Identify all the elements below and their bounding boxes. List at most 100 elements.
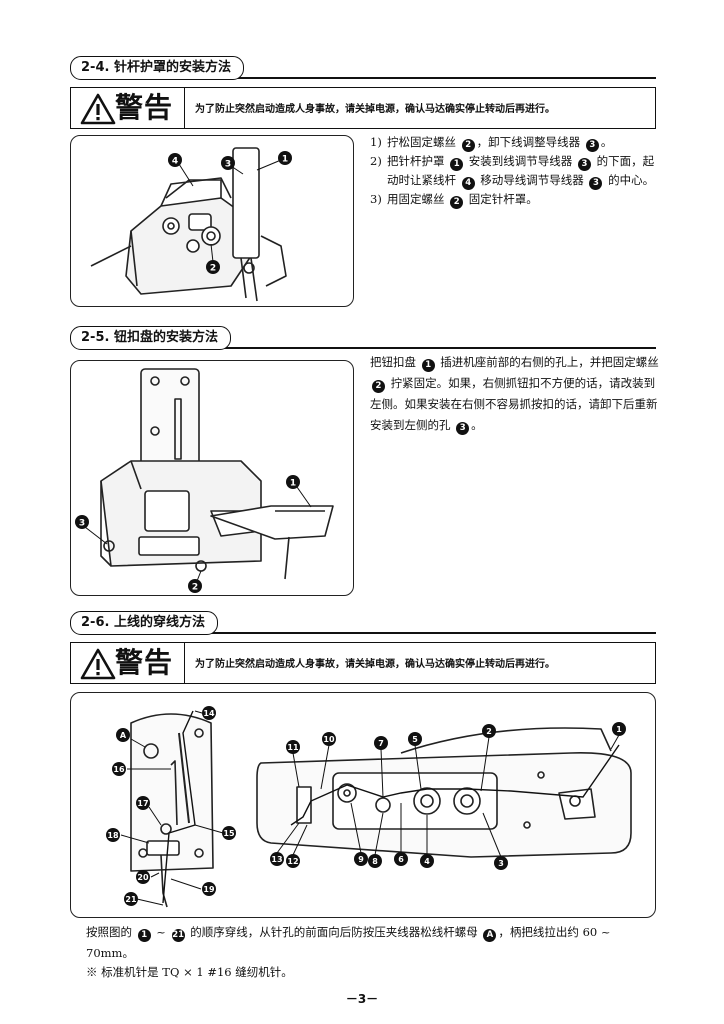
- callout-4: 4: [424, 857, 430, 866]
- text-run: ，卸下线调整导线器: [476, 135, 584, 149]
- callout-16: 16: [113, 765, 125, 774]
- callout-11: 11: [287, 743, 299, 752]
- instruction-step: 2) 把针杆护罩 1 安装到线调节导线器 3 的下面，起动时让紧线杆 4 移动导线…: [370, 152, 660, 190]
- warning-triangle-icon: [80, 93, 116, 125]
- text-run: 固定针杆罩。: [465, 192, 538, 206]
- callout-21: 21: [125, 895, 137, 904]
- warning-box: 警告 为了防止突然启动造成人身事故，请关掉电源，确认马达确实停止转动后再进行。: [70, 87, 656, 129]
- figure-callouts: 1 3 2: [75, 475, 300, 593]
- callout-20: 20: [137, 873, 149, 882]
- callout-9: 9: [358, 855, 364, 864]
- callout-17: 17: [137, 799, 148, 808]
- text-run: 用固定螺丝: [387, 192, 449, 206]
- callout-4: 4: [172, 157, 178, 167]
- step-number: 2): [370, 154, 382, 168]
- text-run: 插进机座前部的右侧的孔上，并把固定螺丝: [436, 355, 659, 369]
- instruction-step: 1) 拧松固定螺丝 2，卸下线调整导线器 3。: [370, 133, 660, 152]
- figure-upper-threading: A 14 16 17 15 18 20 19 21 11 10 7: [70, 692, 656, 918]
- step-number: 1): [370, 135, 382, 149]
- callout-number: 1: [137, 929, 151, 942]
- section-rule: [78, 347, 656, 349]
- callout-number: 21: [171, 929, 185, 942]
- text-run: 。: [600, 135, 613, 149]
- callout-1: 1: [282, 155, 288, 165]
- callout-10: 10: [323, 735, 335, 744]
- callout-number: 2: [461, 139, 475, 152]
- callout-number: 1: [421, 359, 435, 372]
- instruction-steps-2-4: 1)拧松固定螺丝 2，卸下线调整导线器 3。2)把针杆护罩 1 安装到线调节导线…: [370, 133, 660, 209]
- warning-box: 警告 为了防止突然启动造成人身事故，请关掉电源，确认马达确实停止转动后再进行。: [70, 642, 656, 684]
- text-run: 拧松固定螺丝: [387, 135, 460, 149]
- callout-2: 2: [192, 583, 198, 593]
- warning-word: 警告: [115, 646, 174, 679]
- callout-number: A: [483, 929, 497, 942]
- warning-message: 为了防止突然启动造成人身事故，请关掉电源，确认马达确实停止转动后再进行。: [195, 104, 555, 115]
- text-run: 移动导线调节导线器: [476, 173, 588, 187]
- callout-5: 5: [412, 735, 418, 744]
- text-run: ~: [152, 925, 170, 939]
- text-run: 安装到线调节导线器: [465, 154, 576, 168]
- callout-number: 3: [589, 177, 603, 190]
- standard-needle-note: ※ 标准机针是 TQ × 1 #16 缝纫机针。: [86, 965, 293, 979]
- text-run: 的顺序穿线，从针孔的前面向后防按压夹线器松线杆螺母: [186, 925, 482, 939]
- callout-2: 2: [210, 264, 216, 274]
- callout-number: 3: [456, 422, 470, 435]
- instruction-step: 3) 用固定螺丝 2 固定针杆罩。: [370, 190, 660, 209]
- callout-7: 7: [378, 739, 384, 748]
- section-rule: [78, 632, 656, 634]
- text-run: 把钮扣盘: [370, 355, 420, 369]
- callout-3: 3: [498, 859, 504, 868]
- callout-8: 8: [372, 857, 378, 866]
- figure-callouts-left: A 14 16 17 15 18 20 19 21: [106, 706, 236, 906]
- callout-12: 12: [287, 857, 298, 866]
- callout-2: 2: [486, 727, 492, 736]
- callout-15: 15: [223, 829, 235, 838]
- button-tray-illustration: 1 3 2: [75, 368, 334, 593]
- callout-1: 1: [290, 479, 296, 489]
- figure-needle-bar-guard: 4 3 1 2: [70, 135, 354, 307]
- callout-number: 1: [450, 158, 464, 171]
- warning-symbol-cell: 警告: [71, 88, 185, 128]
- instruction-paragraph-2-5: 把钮扣盘 1 插进机座前部的右侧的孔上，并把固定螺丝 2 拧紧固定。如果，右侧抓…: [370, 352, 660, 436]
- section-rule: [78, 77, 656, 79]
- text-run: 拧紧固定。如果，右侧抓钮扣不方便的话，请改装到左侧。如果安装在右侧不容易抓按扣的…: [370, 376, 658, 432]
- text-run: 的下面，起动时让紧线杆: [387, 154, 655, 187]
- needle-bar-guard-illustration: 4 3 1 2: [90, 147, 292, 302]
- text-run: ，柄把线拉出约 60 ~ 70mm。: [86, 925, 611, 960]
- callout-number: 3: [585, 139, 599, 152]
- text-run: 按照图的: [86, 925, 136, 939]
- callout-number: 4: [461, 177, 475, 190]
- figure-callouts: 4 3 1 2: [168, 151, 292, 274]
- warning-word: 警告: [115, 91, 174, 124]
- section-title: 2-4. 针杆护罩的安装方法: [70, 56, 244, 80]
- section-title: 2-6. 上线的穿线方法: [70, 611, 218, 635]
- callout-3: 3: [79, 519, 85, 529]
- warning-message: 为了防止突然启动造成人身事故，请关掉电源，确认马达确实停止转动后再进行。: [195, 659, 555, 670]
- section-title: 2-5. 钮扣盘的安装方法: [70, 326, 231, 350]
- figure-callouts-right: 11 10 7 5 2 1 13 12 9 8 6 4 3: [270, 722, 626, 870]
- section-header-2-5: 2-5. 钮扣盘的安装方法: [70, 326, 656, 350]
- step-number: 3): [370, 192, 382, 206]
- warning-triangle-icon: [80, 648, 116, 680]
- callout-number: 2: [450, 196, 464, 209]
- figure-button-tray: 1 3 2: [70, 360, 354, 596]
- warning-symbol-cell: 警告: [71, 643, 185, 683]
- callout-number: 3: [577, 158, 591, 171]
- callout-13: 13: [271, 855, 282, 864]
- callout-number: 2: [372, 380, 385, 393]
- section-header-2-4: 2-4. 针杆护罩的安装方法: [70, 56, 656, 80]
- callout-19: 19: [203, 885, 215, 894]
- callout-6: 6: [398, 855, 404, 864]
- upper-threading-illustration: A 14 16 17 15 18 20 19 21 11 10 7: [106, 706, 632, 908]
- callout-18: 18: [107, 831, 119, 840]
- text-run: 。: [471, 418, 483, 432]
- text-run: 的中心。: [604, 173, 655, 187]
- section-header-2-6: 2-6. 上线的穿线方法: [70, 611, 656, 635]
- text-run: 把针杆护罩: [387, 154, 449, 168]
- instruction-paragraph-2-6: 按照图的 1 ~ 21 的顺序穿线，从针孔的前面向后防按压夹线器松线杆螺母 A，…: [86, 922, 656, 964]
- callout-1: 1: [616, 725, 622, 734]
- page-number: －3－: [345, 992, 379, 1006]
- callout-3: 3: [225, 160, 231, 170]
- callout-14: 14: [203, 709, 215, 718]
- callout-A: A: [120, 731, 127, 740]
